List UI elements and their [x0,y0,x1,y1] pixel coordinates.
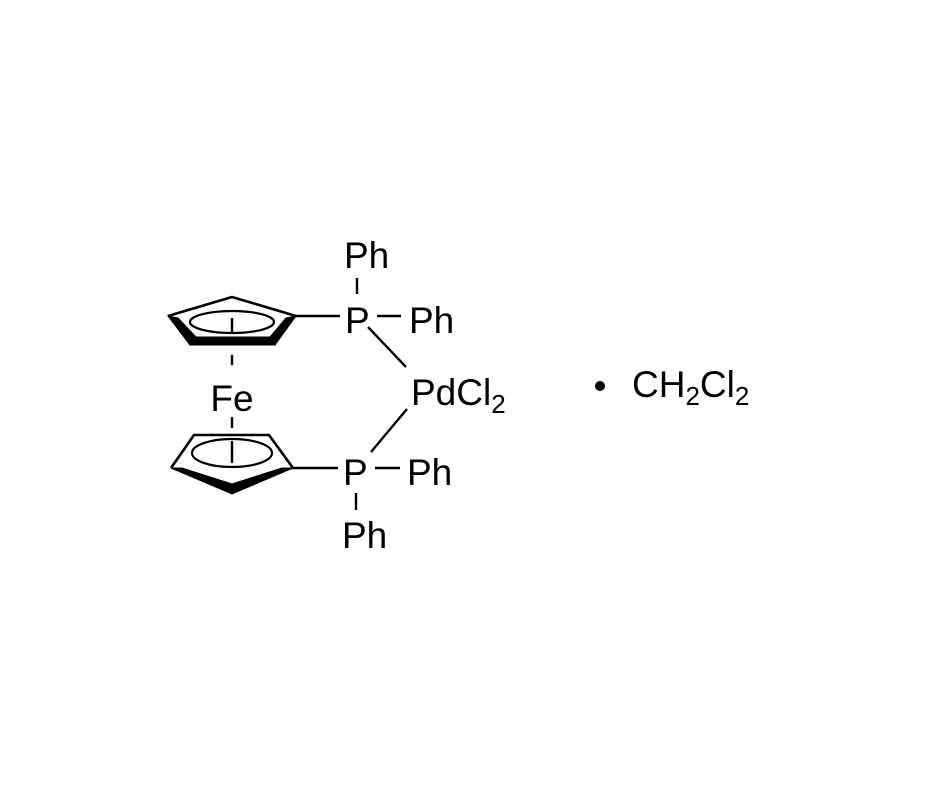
bottom-phosphorus-label: P [343,452,368,493]
top-p-phenyl-right-label: Ph [409,300,454,341]
top-phosphorus-label: P [345,300,370,341]
top-cyclopentadienyl-ring [166,295,298,346]
solvate-dot [595,381,605,391]
iron-label: Fe [210,378,253,419]
dichloromethane-label: CH2Cl2 [632,364,749,411]
top-p-to-pd-bond [367,326,407,368]
bottom-p-phenyl-right-label: Ph [407,452,452,493]
pd-to-bottom-p-bond [370,408,408,453]
top-p-phenyl-up-label: Ph [344,235,389,276]
palladium-dichloride-label: PdCl2 [411,372,506,419]
bottom-cyclopentadienyl-ring [169,433,295,495]
bottom-p-phenyl-down-label: Ph [342,515,387,556]
